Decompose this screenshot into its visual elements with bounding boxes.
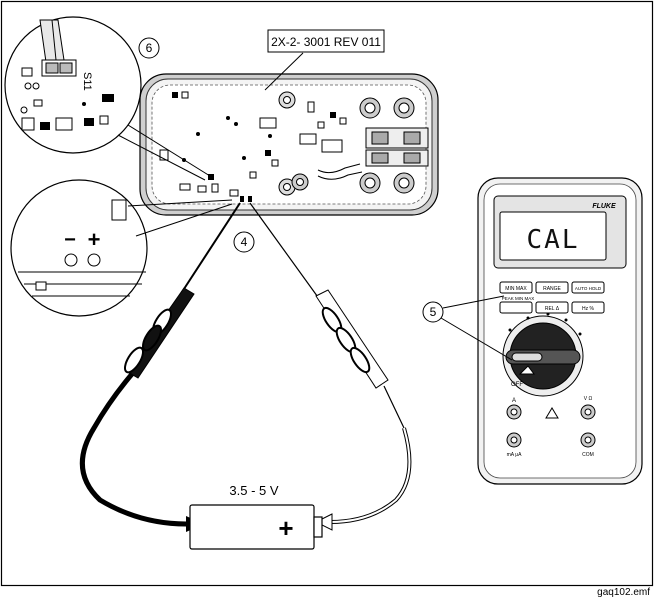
button-min-max: MIN MAX bbox=[505, 286, 527, 292]
callout-6-circle bbox=[138, 37, 160, 59]
rotary-off-label: OFF bbox=[511, 382, 523, 388]
plus-terminal-label: + bbox=[88, 227, 101, 252]
button-range: RANGE bbox=[543, 286, 561, 292]
rotary-function-switch bbox=[502, 312, 584, 397]
minus-terminal-pad bbox=[64, 253, 78, 267]
switch-label: S11 bbox=[81, 72, 93, 91]
callout-5-circle bbox=[422, 301, 444, 323]
jack-ma-label: mA μA bbox=[507, 452, 522, 458]
positive-test-lead bbox=[249, 202, 412, 531]
supply-polarity-plus: + bbox=[278, 513, 293, 543]
jack-com-label: COM bbox=[582, 452, 594, 458]
figure-filename: gaq102.emf bbox=[597, 587, 650, 598]
negative-test-lead bbox=[79, 202, 241, 532]
button-auto-hold: AUTO HOLD bbox=[575, 286, 602, 291]
diagram-frame bbox=[0, 0, 654, 587]
peak-min-max-label: PEAK MIN MAX bbox=[502, 296, 535, 301]
switch-detail-magnifier: S11 bbox=[4, 16, 214, 181]
supply-voltage-label: 3.5 - 5 V bbox=[229, 483, 278, 498]
meter-button-row-2 bbox=[499, 301, 605, 314]
callout-4-number: 4 bbox=[241, 235, 248, 249]
meter-button-row-1 bbox=[499, 281, 605, 294]
circuit-board bbox=[139, 73, 439, 216]
meter-input-jacks bbox=[506, 404, 596, 448]
minus-terminal-label: − bbox=[64, 229, 76, 251]
callout-5-leader-lower bbox=[440, 317, 513, 361]
callout-5-leader-upper bbox=[442, 295, 505, 309]
callout-6-number: 6 bbox=[146, 41, 153, 55]
lcd-display-text: CAL bbox=[527, 225, 580, 255]
board-label: 2X-2- 3001 REV 011 bbox=[271, 35, 381, 49]
jack-a-label: A bbox=[512, 398, 516, 404]
plus-terminal-pad bbox=[87, 253, 101, 267]
button-rel: REL Δ bbox=[545, 306, 560, 312]
board-label-box bbox=[267, 29, 385, 53]
jack-v-label: V Ω bbox=[584, 396, 593, 402]
button-hz: Hz % bbox=[582, 306, 595, 312]
power-supply-cell bbox=[189, 504, 323, 550]
callout-5-number: 5 bbox=[430, 305, 437, 319]
board-label-leader bbox=[264, 52, 304, 91]
callout-4-circle bbox=[233, 231, 255, 253]
meter-brand: FLUKE bbox=[592, 203, 616, 210]
terminal-detail-magnifier: − + bbox=[10, 179, 233, 317]
